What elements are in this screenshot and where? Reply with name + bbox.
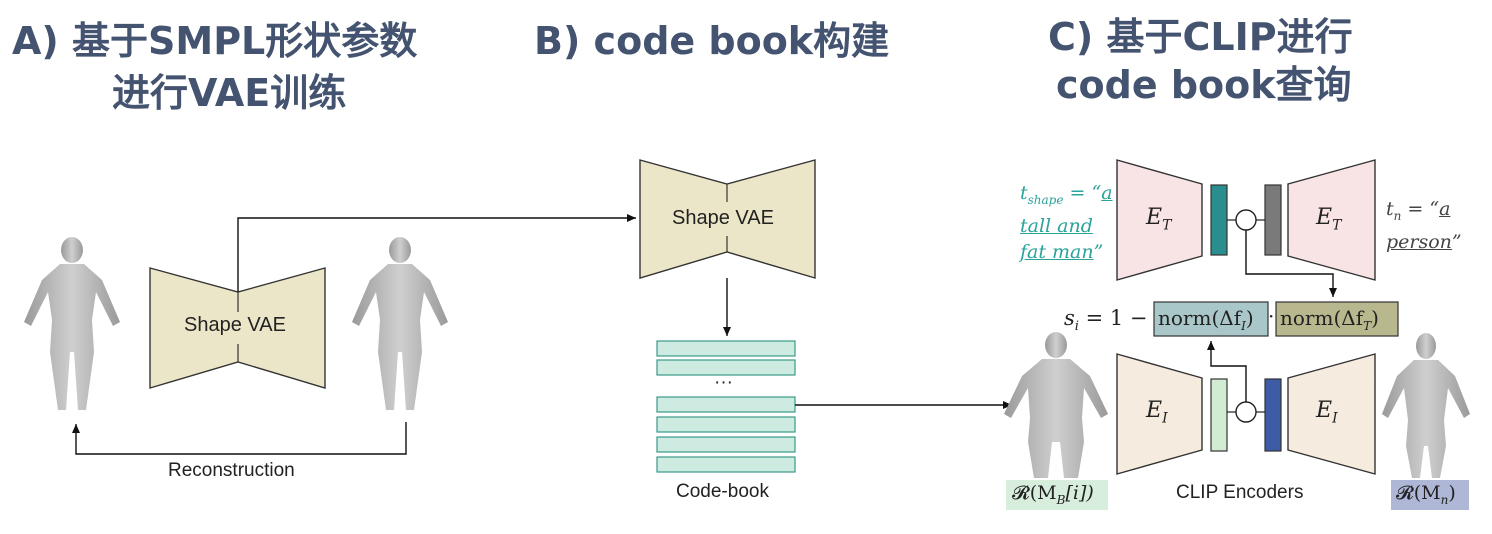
image-encoder-left-label: EI — [1146, 398, 1168, 427]
clip-encoders-label: CLIP Encoders — [1176, 482, 1304, 503]
body-mesh-neutral-c — [1382, 333, 1470, 478]
reconstruction-label: Reconstruction — [168, 460, 295, 481]
arrow-vae-a-to-vae-b — [237, 214, 636, 292]
title-a-line2: 进行VAE训练 — [112, 71, 347, 115]
norm-fi-box — [1153, 301, 1269, 337]
norm-ft-label: norm(ΔfT) — [1280, 306, 1379, 333]
shape-vae-b-label: Shape VAE — [672, 207, 774, 229]
codebook-entry — [656, 416, 796, 433]
text-feature-neutral-bar — [1264, 184, 1282, 256]
codebook-entry — [656, 396, 796, 413]
t-n-prompt: tn = “a person” — [1386, 198, 1462, 253]
render-n-highlight — [1391, 480, 1469, 510]
image-encoder-left — [1116, 353, 1203, 475]
title-c-line2: code book查询 — [1056, 63, 1352, 107]
shape-vae-a-label: Shape VAE — [184, 314, 286, 336]
codebook — [656, 340, 796, 473]
arrow-image-diff — [1207, 341, 1247, 402]
codebook-entry — [656, 340, 796, 357]
norm-fi-label: norm(ΔfI) — [1158, 306, 1254, 333]
title-a-line1: A) 基于SMPL形状参数 — [12, 19, 418, 63]
title-c-line1: C) 基于CLIP进行 — [1048, 15, 1353, 59]
image-feature-neutral-bar — [1264, 378, 1282, 452]
body-mesh-output-a — [352, 237, 448, 410]
norm-ft-box — [1275, 301, 1399, 337]
body-mesh-input-a — [24, 237, 120, 410]
dot-product-symbol: · — [1268, 304, 1275, 328]
render-b-highlight — [1006, 480, 1108, 510]
render-neutral-label: 𝓡(Mn) — [1396, 482, 1456, 507]
minus-op-image — [1235, 401, 1257, 423]
text-feature-shape-bar — [1210, 184, 1228, 256]
text-encoder-left-label: ET — [1146, 205, 1172, 234]
image-encoder-right-label: EI — [1316, 398, 1338, 427]
codebook-entry — [656, 359, 796, 376]
codebook-label: Code-book — [676, 481, 769, 502]
arrow-text-diff — [1245, 230, 1337, 297]
image-encoder-right — [1287, 353, 1376, 475]
arrow-reconstruction — [72, 422, 407, 455]
t-shape-prompt: tshape = “a tall and fat man” — [1020, 182, 1113, 263]
codebook-entry — [656, 436, 796, 453]
body-mesh-codebook-c — [1004, 332, 1108, 478]
text-encoder-left — [1116, 159, 1203, 281]
codebook-entry — [656, 456, 796, 473]
render-codebook-label: 𝓡(MB[i]) — [1012, 482, 1094, 507]
text-encoder-right — [1287, 159, 1376, 281]
minus-op-text — [1235, 209, 1257, 231]
text-encoder-right-label: ET — [1316, 205, 1342, 234]
title-b: B) code book构建 — [534, 19, 890, 63]
score-equation-lhs: si = 1 − — [1064, 306, 1148, 335]
image-feature-codebook-bar — [1210, 378, 1228, 452]
codebook-ellipsis: ··· — [714, 372, 733, 393]
